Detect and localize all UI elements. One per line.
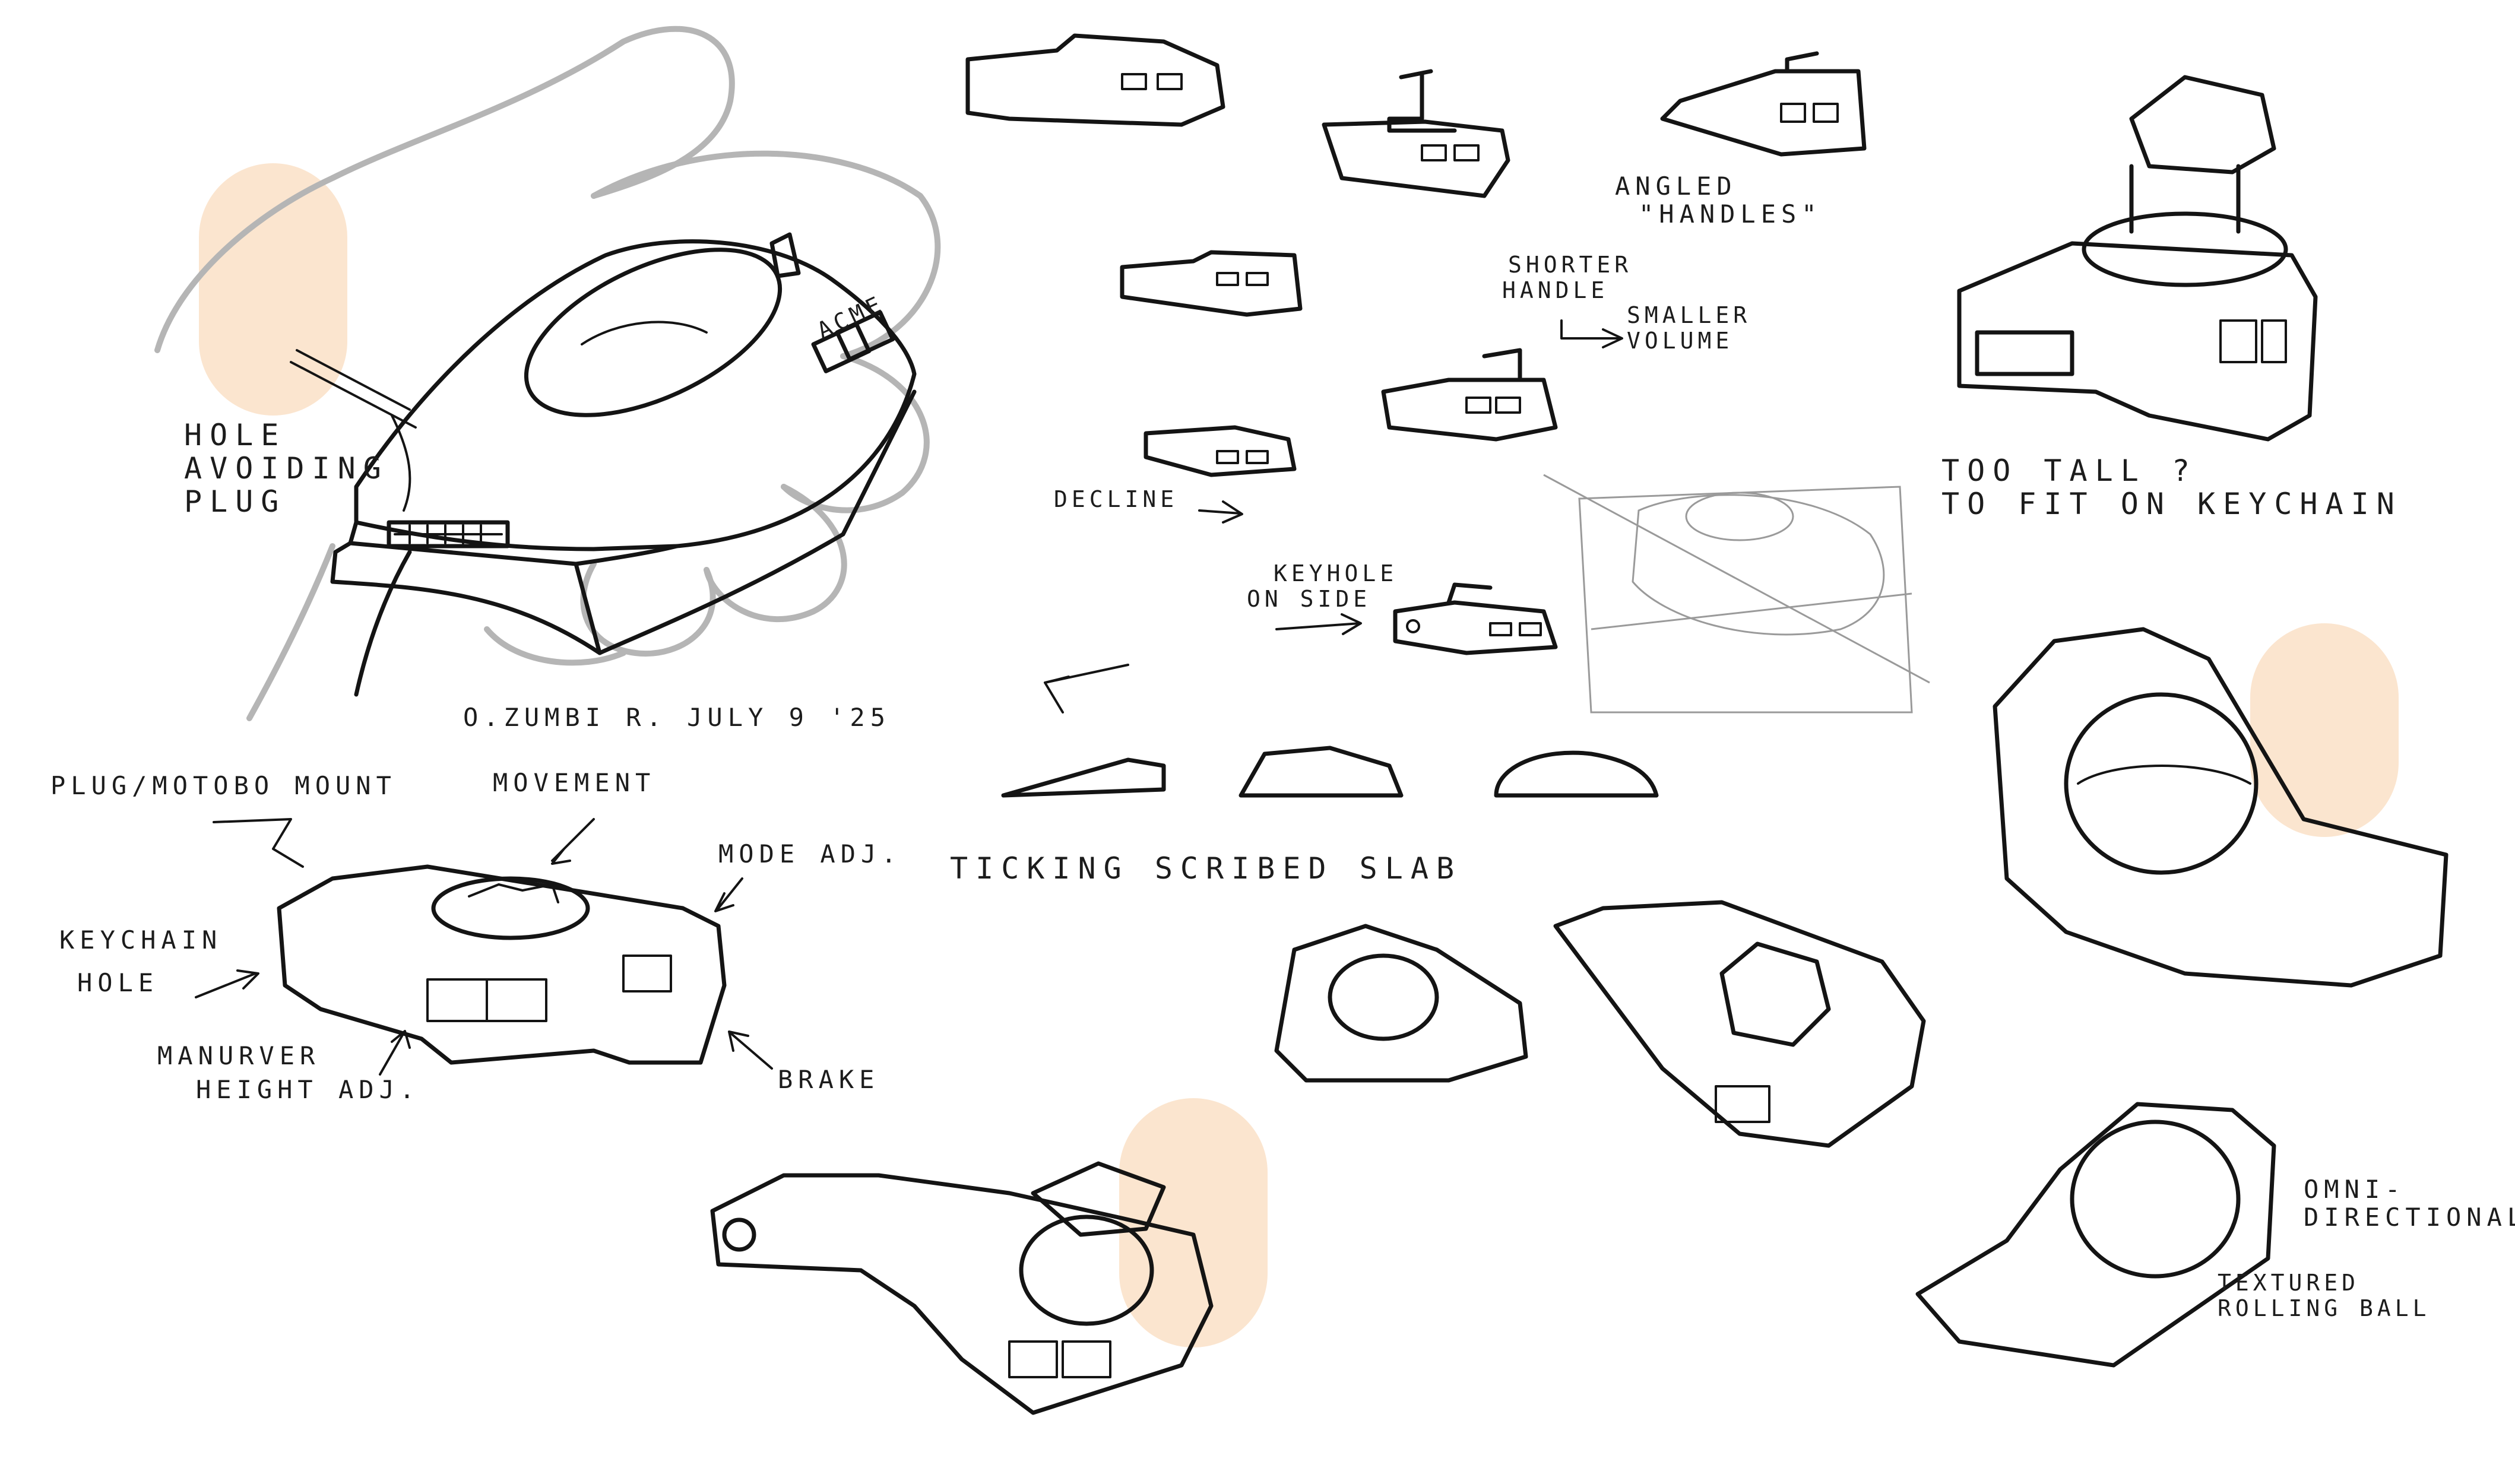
note-plug-motobo-mount: PLUG/MOTOBO MOUNT bbox=[50, 771, 397, 800]
note-line: AVOIDING bbox=[184, 451, 389, 486]
note-line: TO FIT ON KEYCHAIN bbox=[1941, 487, 2402, 521]
note-ticking-scribed-slab: TICKING SCRIBED SLAB bbox=[950, 851, 1462, 886]
note-smaller-volume: SMALLER VOLUME bbox=[1627, 303, 1751, 353]
note-line: VOLUME bbox=[1627, 327, 1734, 354]
note-line: DIRECTIONAL bbox=[2304, 1203, 2515, 1232]
note-line: HANDLE bbox=[1502, 277, 1609, 303]
rolling-ball-variant-sketch bbox=[1915, 627, 2449, 1368]
main-controller-sketch bbox=[290, 232, 917, 697]
note-line: SHORTER bbox=[1508, 252, 1633, 278]
note-textured-rolling-ball: TEXTURED ROLLING BALL bbox=[2218, 1270, 2431, 1321]
note-line: KEYCHAIN bbox=[59, 925, 223, 955]
arm-variant-sketch bbox=[710, 1161, 1214, 1415]
cross-section-sketches bbox=[1001, 664, 1659, 798]
highlight-blob-1 bbox=[199, 163, 347, 416]
note-shorter-handle: SHORTER HANDLE bbox=[1502, 252, 1632, 303]
note-line: ON SIDE bbox=[1247, 585, 1371, 612]
note-line: SMALLER bbox=[1627, 302, 1751, 328]
note-line: MANURVER bbox=[157, 1041, 321, 1070]
note-mode-adj: MODE ADJ. bbox=[718, 839, 902, 868]
note-keyhole-on-side: KEYHOLE ON SIDE bbox=[1247, 561, 1398, 611]
note-hole-avoiding-plug: HOLE AVOIDING PLUG bbox=[184, 418, 389, 518]
note-line: TEXTURED bbox=[2218, 1270, 2360, 1296]
note-line: HOLE bbox=[77, 968, 159, 998]
note-line: HOLE bbox=[184, 418, 287, 452]
note-omni-directional: OMNI- DIRECTIONAL bbox=[2304, 1175, 2515, 1231]
note-too-tall: TOO TALL ? TO FIT ON KEYCHAIN bbox=[1941, 454, 2402, 521]
note-line: TOO TALL ? bbox=[1941, 454, 2198, 488]
note-line: ANGLED bbox=[1615, 172, 1737, 201]
bottom-center-variants bbox=[1274, 900, 1926, 1148]
highlight-blob-2 bbox=[2250, 623, 2399, 837]
note-decline: DECLINE bbox=[1054, 486, 1179, 512]
note-line: "HANDLES" bbox=[1639, 199, 1822, 229]
note-angled-handles: ANGLED "HANDLES" bbox=[1615, 172, 1822, 228]
joystick-variant-sketch bbox=[1957, 75, 2318, 442]
small-variant-sketches-top bbox=[965, 33, 1867, 655]
highlight-blob-3 bbox=[1119, 1098, 1268, 1347]
note-brake: BRAKE bbox=[778, 1065, 880, 1094]
labelled-controller-sketch bbox=[213, 818, 727, 1065]
note-line: KEYHOLE bbox=[1274, 560, 1398, 586]
note-manuver-height-adj: MANURVER HEIGHT ADJ. bbox=[157, 1042, 420, 1104]
signature-date: O.ZUMBI R. JULY 9 '25 bbox=[463, 703, 891, 732]
perspective-construction-sketch bbox=[1543, 474, 1930, 714]
note-keychain-hole: KEYCHAIN HOLE bbox=[59, 926, 222, 997]
note-line: HEIGHT ADJ. bbox=[196, 1075, 420, 1105]
annotation-arrows bbox=[195, 319, 1623, 1076]
note-line: PLUG bbox=[184, 484, 287, 519]
hand-outline-sketch bbox=[154, 26, 941, 721]
note-line: ROLLING BALL bbox=[2218, 1295, 2431, 1321]
note-line: OMNI- bbox=[2304, 1175, 2406, 1204]
note-movement: MOVEMENT bbox=[493, 768, 656, 797]
